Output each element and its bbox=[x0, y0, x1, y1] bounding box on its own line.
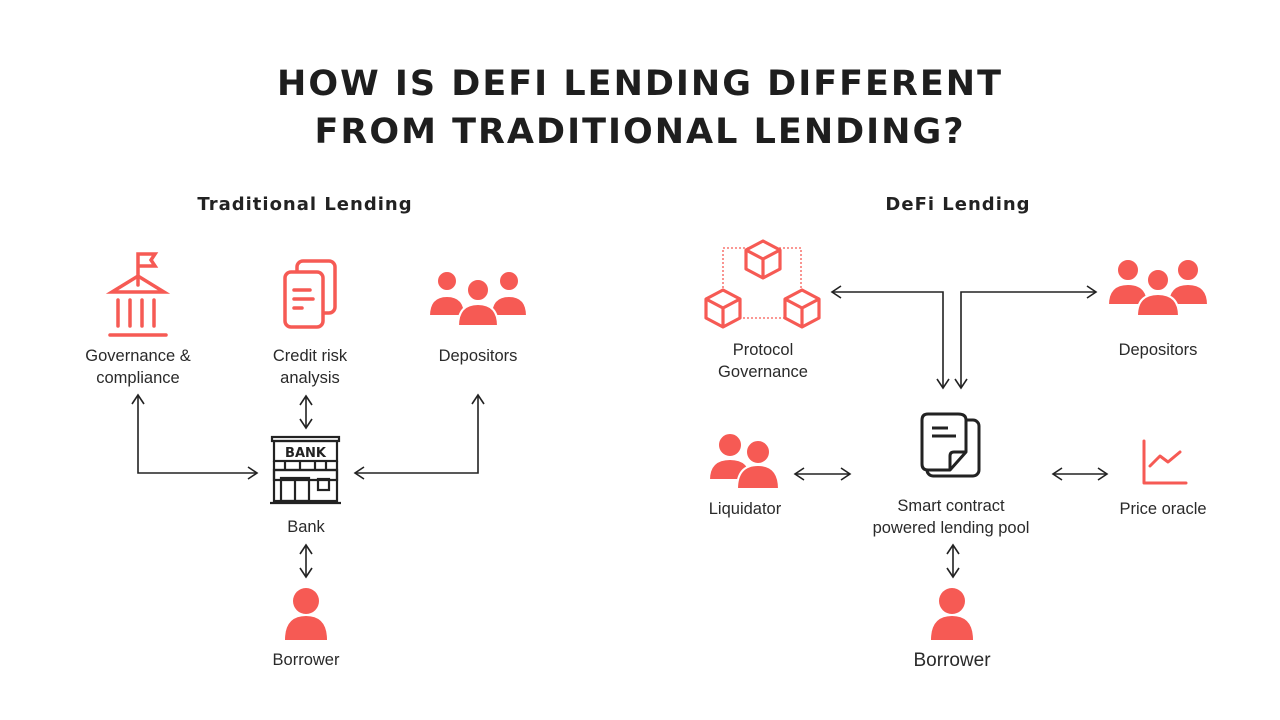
depositors-label: Depositors bbox=[438, 347, 518, 365]
governance-label-line-2: compliance bbox=[96, 369, 180, 387]
traditional-heading: Traditional Lending bbox=[197, 194, 413, 215]
lending-pool-label: Smart contract powered lending pool bbox=[873, 495, 1030, 539]
defi-depositors-label: Depositors bbox=[1118, 341, 1198, 359]
liquidator-label: Liquidator bbox=[708, 500, 782, 518]
line-chart-icon bbox=[1142, 439, 1188, 485]
pool-label-line-2: powered lending pool bbox=[872, 519, 1030, 537]
defi-borrower-label: Borrower bbox=[913, 650, 991, 671]
pool-label-line-1: Smart contract bbox=[897, 497, 1005, 515]
two-people-icon bbox=[707, 432, 781, 490]
documents-icon bbox=[283, 259, 337, 329]
svg-text:BANK: BANK bbox=[285, 446, 327, 461]
institution-flag-icon bbox=[105, 252, 171, 337]
bank-icon: BANK bbox=[270, 435, 341, 505]
person-icon bbox=[285, 588, 327, 640]
contract-icon bbox=[920, 412, 981, 478]
protocol-label-line-2: Governance bbox=[718, 363, 808, 381]
arrow-governance-pool bbox=[830, 285, 950, 390]
credit-risk-label: Credit risk analysis bbox=[273, 345, 347, 389]
group-icon bbox=[1106, 258, 1210, 317]
arrow-depositors-pool bbox=[954, 285, 1098, 390]
borrower-label: Borrower bbox=[272, 651, 340, 669]
arrow-depositors-bank bbox=[353, 393, 485, 480]
protocol-governance-label: Protocol Governance bbox=[718, 339, 808, 383]
credit-label-line-2: analysis bbox=[280, 369, 340, 387]
price-oracle-label: Price oracle bbox=[1119, 500, 1207, 518]
arrow-governance-bank bbox=[131, 393, 259, 480]
governance-label-line-1: Governance & bbox=[85, 347, 191, 365]
title-line-2: FROM TRADITIONAL LENDING? bbox=[314, 112, 966, 152]
credit-label-line-1: Credit risk bbox=[272, 347, 348, 365]
blockchain-cubes-icon bbox=[704, 239, 821, 329]
title-line-1: HOW IS DEFI LENDING DIFFERENT bbox=[277, 64, 1003, 104]
person-icon bbox=[931, 588, 973, 640]
bank-label: Bank bbox=[287, 518, 325, 536]
defi-heading: DeFi Lending bbox=[885, 194, 1031, 215]
protocol-label-line-1: Protocol bbox=[732, 341, 794, 359]
governance-label: Governance & compliance bbox=[85, 345, 190, 389]
group-icon bbox=[427, 270, 529, 327]
